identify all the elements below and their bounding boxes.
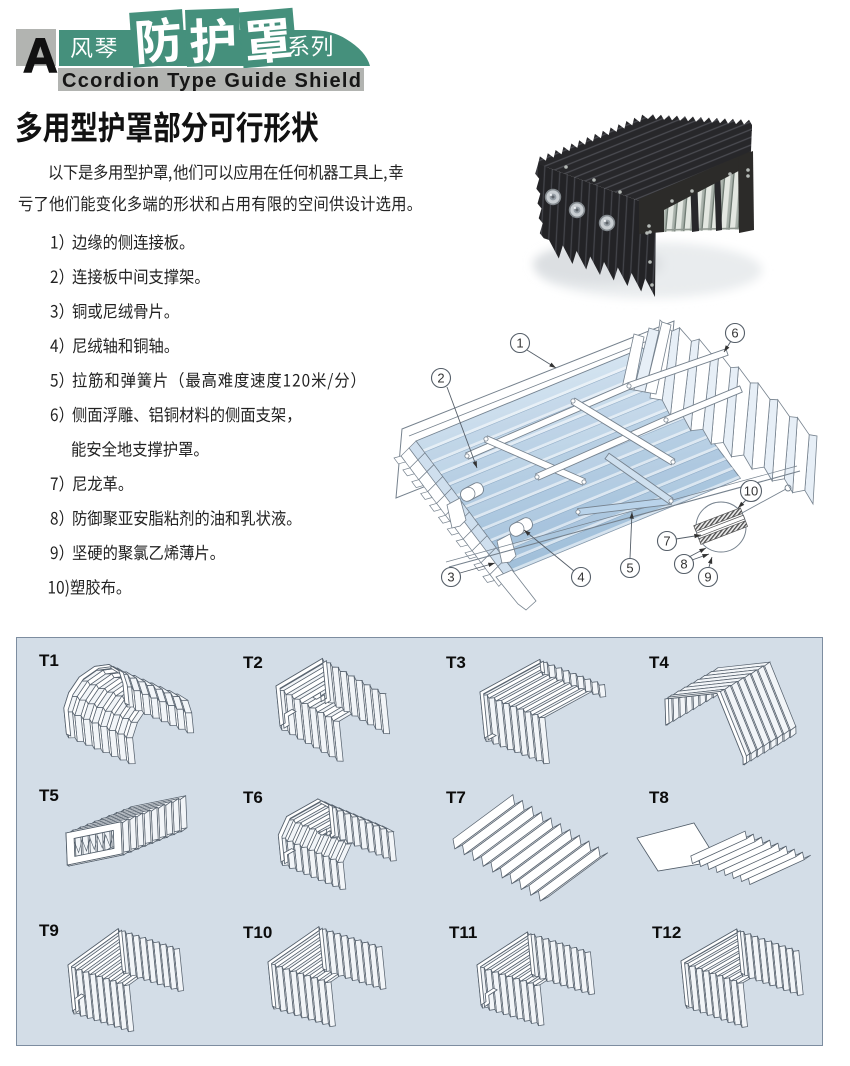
svg-text:7: 7 (663, 534, 670, 549)
svg-text:10: 10 (744, 484, 758, 499)
svg-text:T8: T8 (649, 788, 669, 807)
svg-text:3: 3 (447, 570, 454, 585)
svg-text:T6: T6 (243, 788, 263, 807)
svg-text:T9: T9 (39, 921, 59, 940)
svg-text:6: 6 (731, 326, 738, 341)
svg-text:5: 5 (626, 561, 633, 576)
svg-text:T3: T3 (446, 653, 466, 672)
svg-text:T12: T12 (652, 923, 681, 942)
svg-text:Ccordion Type Guide Shield: Ccordion Type Guide Shield (62, 70, 361, 92)
svg-text:1: 1 (516, 336, 523, 351)
svg-text:T2: T2 (243, 653, 263, 672)
svg-text:2: 2 (437, 371, 444, 386)
svg-text:9: 9 (704, 570, 711, 585)
svg-text:T10: T10 (243, 923, 272, 942)
svg-text:A: A (23, 30, 58, 83)
svg-text:T7: T7 (446, 788, 466, 807)
svg-text:4: 4 (577, 570, 584, 585)
svg-text:T1: T1 (39, 651, 59, 670)
svg-text:T4: T4 (649, 653, 669, 672)
svg-text:T11: T11 (449, 923, 477, 942)
svg-text:T5: T5 (39, 786, 59, 805)
svg-text:8: 8 (680, 557, 687, 572)
